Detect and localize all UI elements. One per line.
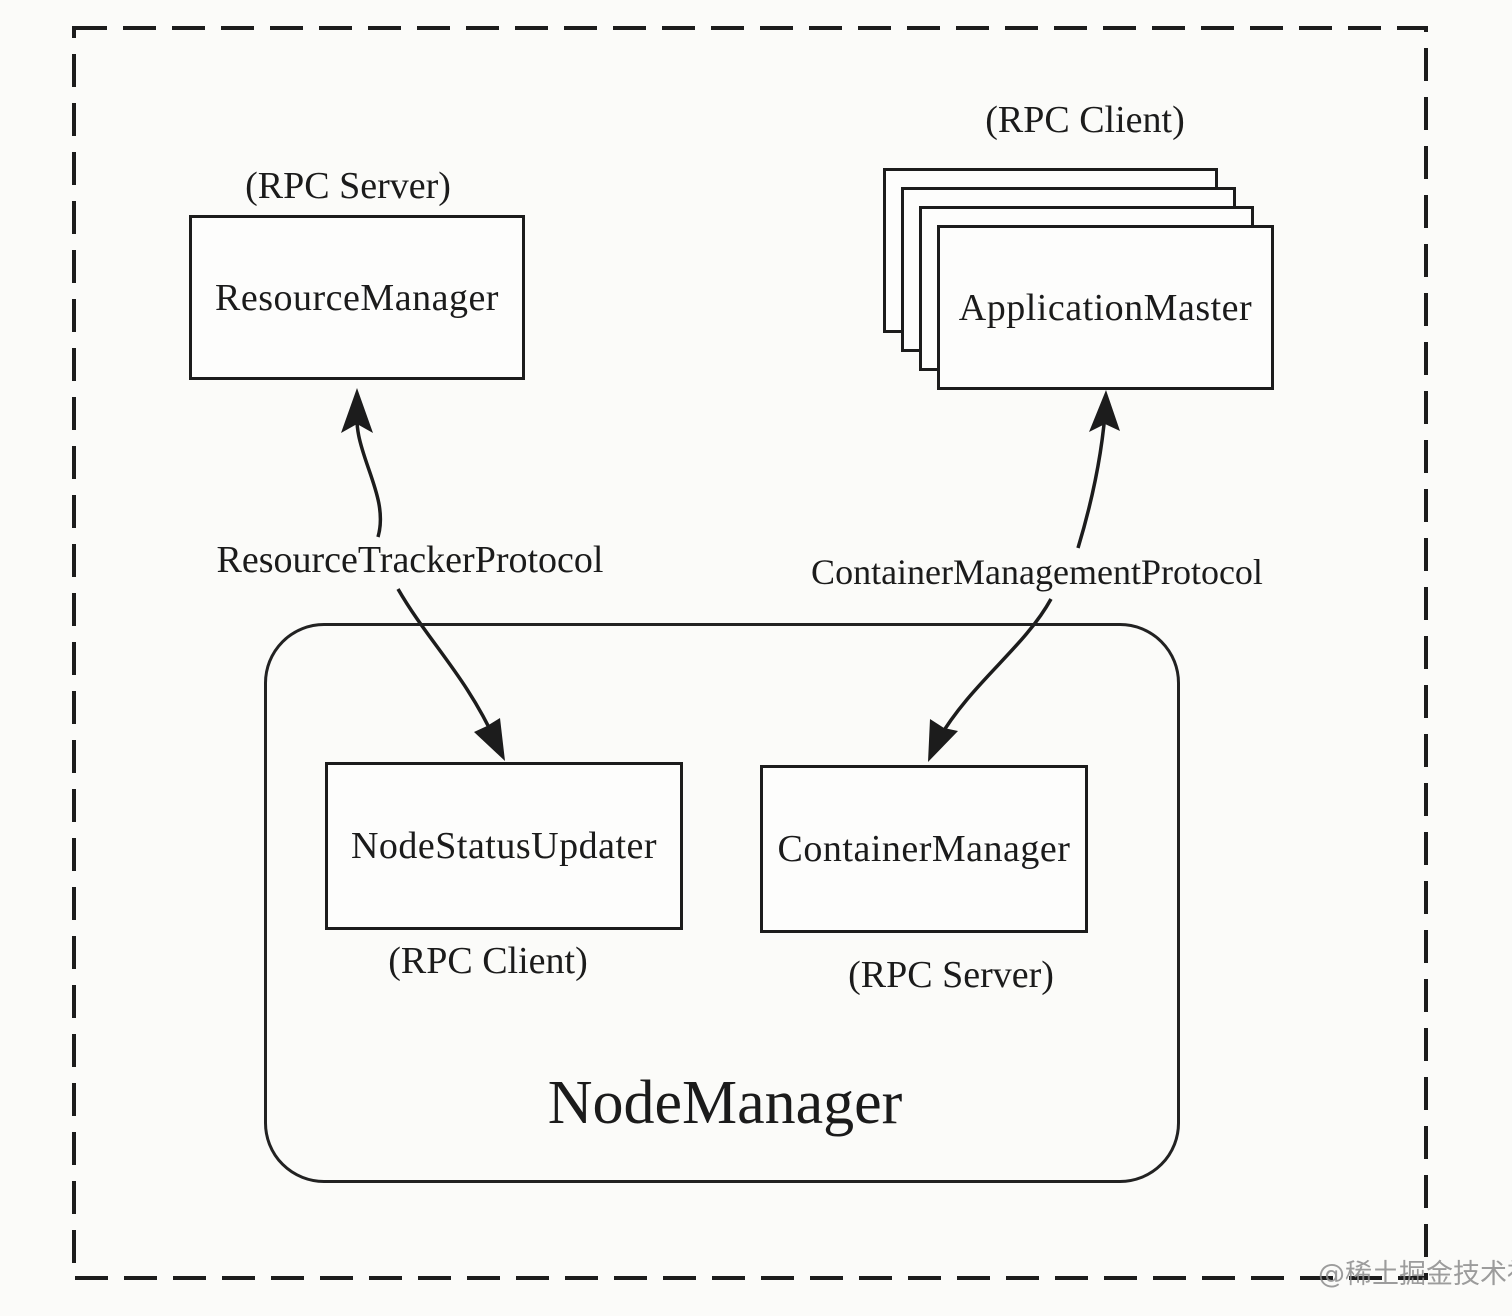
node-manager-title: NodeManager: [547, 1069, 903, 1137]
container-management-protocol-label: ContainerManagementProtocol: [811, 552, 1263, 592]
resource-tracker-protocol-label: ResourceTrackerProtocol: [216, 539, 604, 581]
container-manager-box: ContainerManager: [760, 765, 1088, 933]
node-status-updater-label: NodeStatusUpdater: [350, 825, 658, 867]
node-status-updater-annotation: (RPC Client): [388, 940, 588, 982]
resource-manager-box: ResourceManager: [189, 215, 525, 380]
resource-manager-label: ResourceManager: [215, 276, 499, 319]
watermark-text: @稀土掘金技术社区: [1318, 1259, 1512, 1290]
node-manager-container: [264, 623, 1180, 1183]
container-manager-annotation: (RPC Server): [848, 954, 1054, 996]
container-management-arrow-upper: [1076, 399, 1108, 549]
node-status-updater-box: NodeStatusUpdater: [325, 762, 683, 930]
arrowhead-to-resource-manager: [341, 388, 373, 433]
arrowhead-to-application-master: [1089, 390, 1120, 432]
application-master-box: ApplicationMaster: [937, 225, 1274, 390]
container-manager-label: ContainerManager: [777, 828, 1071, 870]
application-master-label: ApplicationMaster: [958, 286, 1253, 329]
application-master-annotation: (RPC Client): [985, 99, 1185, 141]
resource-tracker-arrow-upper: [355, 401, 383, 538]
resource-manager-annotation: (RPC Server): [245, 165, 451, 207]
